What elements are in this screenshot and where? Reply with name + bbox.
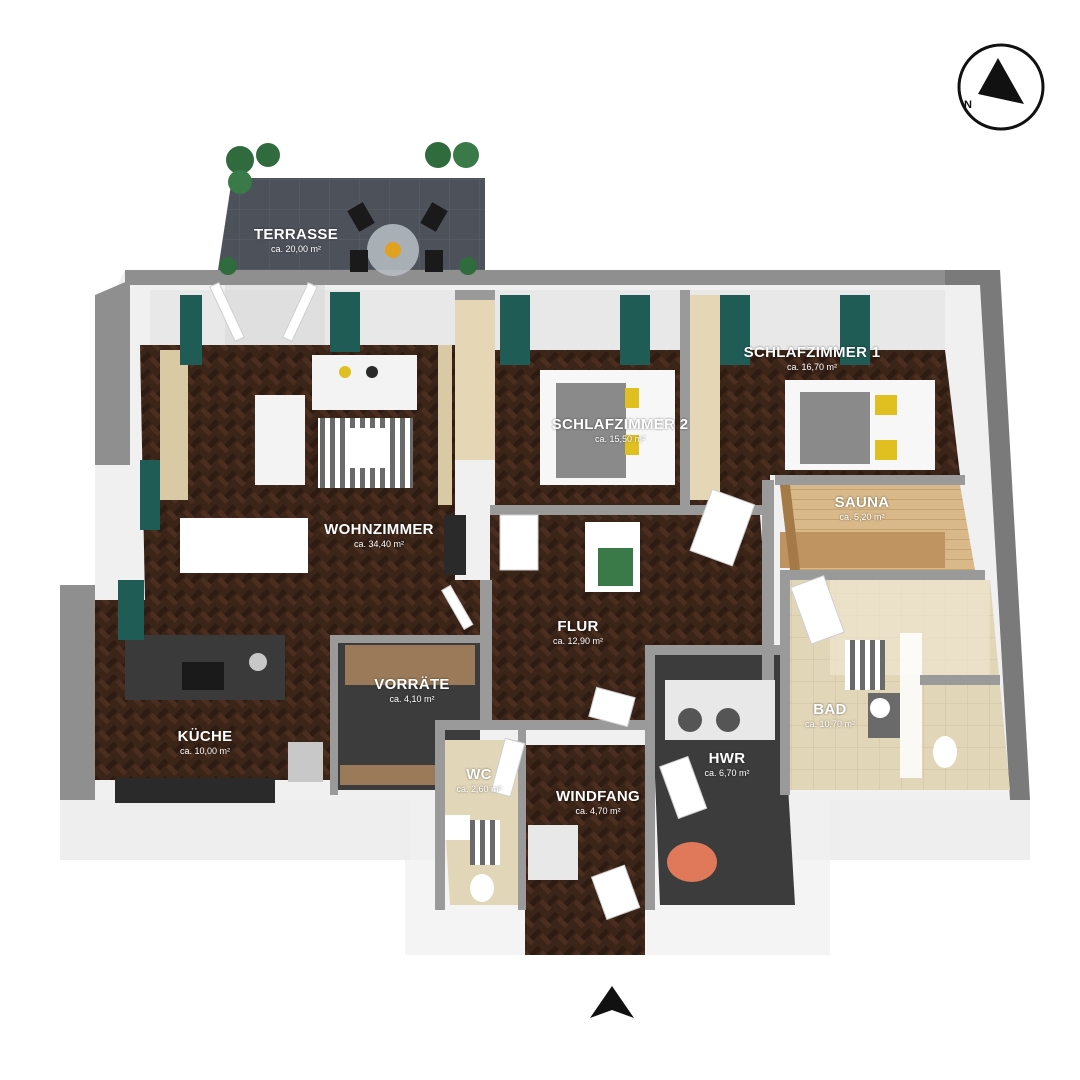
room-label-kueche: KÜCHE ca. 10,00 m² (178, 728, 233, 756)
wohnzimmer-room (140, 285, 495, 720)
room-name: SCHLAFZIMMER 1 (743, 344, 881, 361)
room-area: ca. 10,70 m² (804, 719, 856, 729)
room-label-flur: FLUR ca. 12,90 m² (553, 618, 603, 646)
room-name: TERRASSE (253, 226, 339, 243)
room-name: KÜCHE (177, 728, 233, 745)
room-name: HWR (708, 750, 746, 767)
room-name: FLUR (557, 618, 599, 635)
room-area: ca. 12,90 m² (552, 636, 604, 646)
room-area: ca. 4,70 m² (575, 806, 621, 816)
kueche-room (95, 580, 335, 803)
terrace (218, 178, 485, 276)
north-compass-icon: N (956, 42, 1046, 132)
room-area: ca. 6,70 m² (704, 768, 750, 778)
room-name: WOHNZIMMER (324, 521, 434, 538)
terrace-plants (219, 142, 479, 275)
room-area: ca. 16,70 m² (786, 362, 838, 372)
windfang-room (525, 745, 655, 955)
room-label-schlafzimmer2: SCHLAFZIMMER 2 ca. 15,50 m² (552, 416, 689, 444)
doors (209, 282, 845, 921)
room-area: ca. 2,60 m² (456, 784, 502, 794)
room-name: BAD (813, 701, 847, 718)
room-label-schlafzimmer1: SCHLAFZIMMER 1 ca. 16,70 m² (744, 344, 881, 372)
room-area: ca. 15,50 m² (594, 434, 646, 444)
room-name: WC (466, 766, 492, 783)
room-area: ca. 5,20 m² (839, 512, 885, 522)
schlafzimmer1-room (690, 290, 960, 510)
room-area: ca. 4,10 m² (389, 694, 435, 704)
room-name: SAUNA (834, 494, 890, 511)
room-label-wc: WC ca. 2,60 m² (456, 766, 501, 794)
room-label-sauna: SAUNA ca. 5,20 m² (835, 494, 890, 522)
room-area: ca. 10,00 m² (179, 746, 231, 756)
room-label-wohnzimmer: WOHNZIMMER ca. 34,40 m² (324, 521, 434, 549)
entrance-arrow-icon (588, 984, 636, 1020)
room-name: VORRÄTE (374, 676, 450, 693)
room-area: ca. 20,00 m² (270, 244, 322, 254)
compass-letter: N (964, 99, 972, 111)
room-label-vorraete: VORRÄTE ca. 4,10 m² (374, 676, 449, 704)
room-label-bad: BAD ca. 10,70 m² (805, 701, 855, 729)
room-label-hwr: HWR ca. 6,70 m² (704, 750, 749, 778)
schlafzimmer2-room (495, 290, 680, 510)
hwr-room (650, 650, 795, 905)
room-label-windfang: WINDFANG ca. 4,70 m² (556, 788, 640, 816)
room-area: ca. 34,40 m² (353, 539, 405, 549)
room-label-terrasse: TERRASSE ca. 20,00 m² (254, 226, 338, 254)
sauna-room (780, 485, 975, 570)
flur-room (490, 515, 770, 720)
room-name: SCHLAFZIMMER 2 (551, 416, 689, 433)
interior-walls (330, 290, 1000, 910)
room-name: WINDFANG (555, 788, 641, 805)
